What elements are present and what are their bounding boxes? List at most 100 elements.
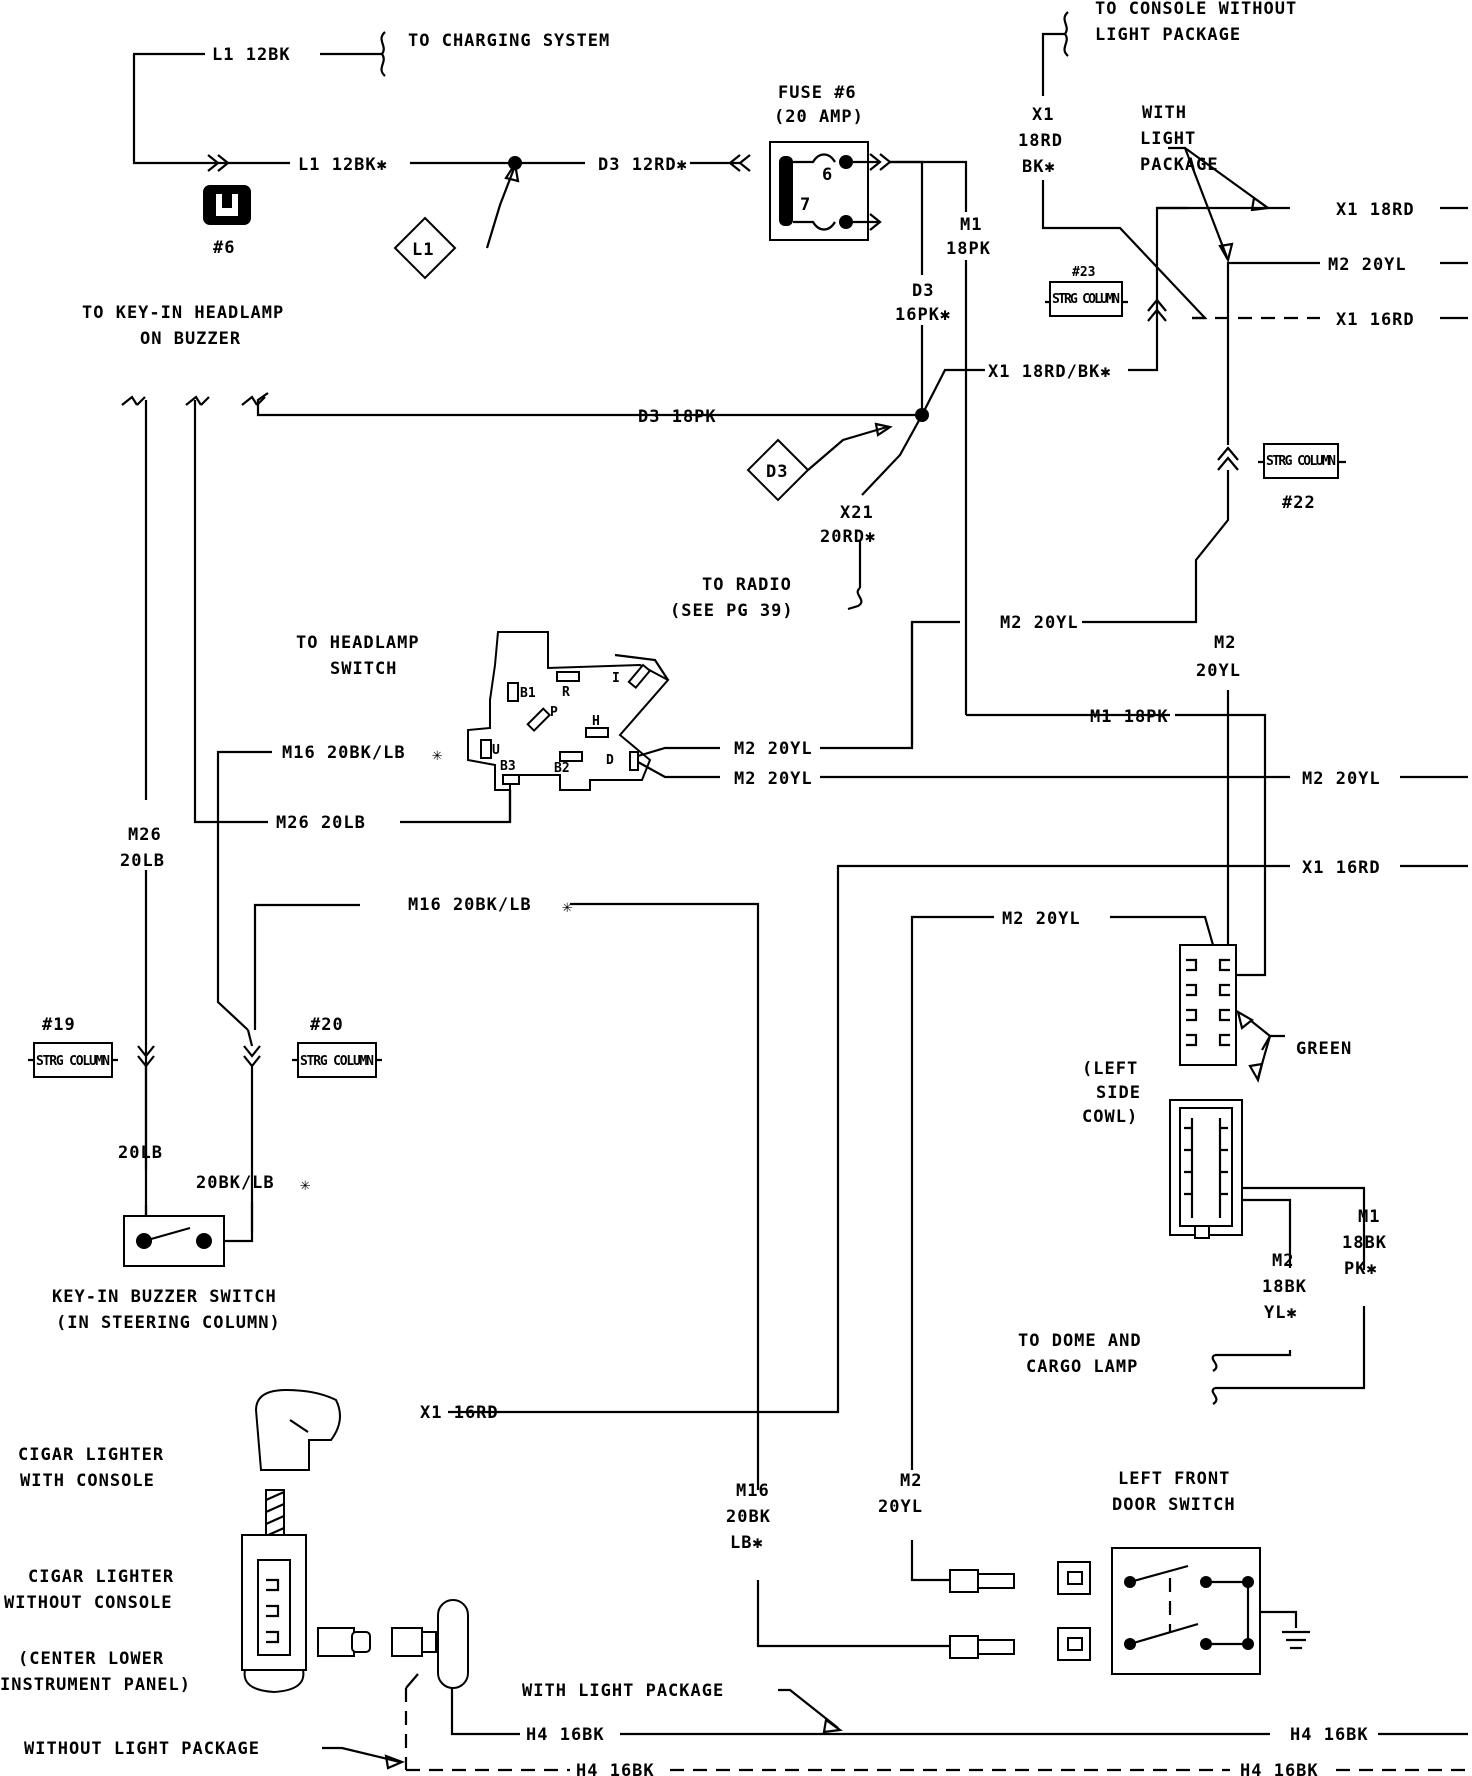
label-h4-16bk-b: H4 16BK	[1290, 1725, 1369, 1745]
label-to-keyin-1: TO KEY-IN HEADLAMP	[82, 303, 284, 323]
label-cig-console-2: WITH CONSOLE	[20, 1471, 155, 1491]
diamond-d3	[746, 438, 810, 502]
label-with-lp-1: WITH	[1142, 103, 1187, 123]
label-fuse-title: FUSE #6	[778, 83, 857, 103]
label-20lb: 20LB	[118, 1143, 163, 1163]
cowl-connector-bottom	[1169, 1099, 1243, 1239]
label-cig-loc-2: INSTRUMENT PANEL)	[0, 1675, 191, 1695]
label-with-lp-3: PACKAGE	[1140, 155, 1219, 175]
label-m2-18bk-c: YL✱	[1264, 1303, 1298, 1323]
label-hs-h: H	[592, 714, 600, 729]
keyin-buzzer-switch	[123, 1166, 254, 1267]
label-lf-door-2: DOOR SWITCH	[1112, 1495, 1236, 1515]
label-hs-u: U	[492, 743, 500, 758]
label-star-2: ✳	[562, 897, 573, 917]
label-to-console-1: TO CONSOLE WITHOUT	[1095, 0, 1297, 19]
label-d3-12rd-star: D3 12RD✱	[598, 155, 688, 175]
label-to-radio-1: TO RADIO	[702, 575, 792, 595]
label-to-console-2: LIGHT PACKAGE	[1095, 25, 1241, 45]
label-m16-20bklb-2: M16 20BK/LB	[408, 895, 532, 915]
strg-column-20	[292, 1042, 382, 1078]
label-m1-b: 18PK	[946, 239, 991, 259]
strg-column-22	[1258, 443, 1346, 479]
label-m16-a: M16	[736, 1481, 770, 1501]
label-cig-console-1: CIGAR LIGHTER	[18, 1445, 164, 1465]
label-m1-18bk-b: 18BK	[1342, 1233, 1387, 1253]
fuse-6-block	[769, 141, 892, 241]
label-m26-b: 20LB	[120, 851, 165, 871]
label-hs-b3: B3	[500, 759, 516, 774]
label-star-3: ✳	[300, 1175, 311, 1195]
label-cowl-2: SIDE	[1096, 1083, 1141, 1103]
label-h4-16bk-d: H4 16BK	[1240, 1761, 1319, 1776]
label-strg-20: STRG COLUMN	[300, 1054, 374, 1069]
label-hs-i: I	[612, 671, 620, 686]
label-m1-18bk-a: M1	[1358, 1207, 1380, 1227]
label-strg-22: STRG COLUMN	[1266, 454, 1336, 469]
label-cig-noconsole-1: CIGAR LIGHTER	[28, 1567, 174, 1587]
label-20bklb: 20BK/LB	[196, 1173, 275, 1193]
label-c23: #23	[1072, 265, 1095, 280]
label-m2-18bk-a: M2	[1272, 1251, 1294, 1271]
diamond-l1	[393, 216, 457, 280]
label-m16-b: 20BK	[726, 1507, 771, 1527]
label-x1-18rd-bk: X1 18RD/BK✱	[988, 362, 1112, 382]
label-hs-r: R	[562, 685, 570, 700]
label-diamond-d3: D3	[766, 462, 788, 482]
label-cowl-3: COWL)	[1082, 1107, 1138, 1127]
label-to-keyin-2: ON BUZZER	[140, 329, 241, 349]
label-x1-c: BK✱	[1022, 157, 1056, 177]
label-m26-a: M26	[128, 825, 162, 845]
label-l1-12bk-star: L1 12BK✱	[298, 155, 388, 175]
label-m1-18bk-c: PK✱	[1344, 1259, 1378, 1279]
label-c19: #19	[42, 1015, 76, 1035]
h4-wires	[322, 1673, 1468, 1772]
label-to-dome-1: TO DOME AND	[1018, 1331, 1142, 1351]
strg-column-23	[1045, 281, 1128, 317]
label-h4-16bk-c: H4 16BK	[576, 1761, 655, 1776]
door-switch-plugs	[949, 1569, 1015, 1659]
label-m26-20lb: M26 20LB	[276, 813, 366, 833]
label-to-dome-2: CARGO LAMP	[1026, 1357, 1138, 1377]
cowl-wires	[448, 864, 1468, 1648]
label-to-charging: TO CHARGING SYSTEM	[408, 31, 610, 51]
keyin-wires	[121, 395, 512, 1232]
label-c20: #20	[310, 1015, 344, 1035]
label-d3-a: D3	[912, 281, 934, 301]
label-d3-b: 16PK✱	[895, 305, 951, 325]
lighter-plug	[391, 1599, 469, 1689]
label-to-radio-2: (SEE PG 39)	[670, 601, 794, 621]
label-m2-door-b: 20YL	[878, 1497, 923, 1517]
label-with-lp-2: LIGHT	[1140, 129, 1196, 149]
label-lf-door-1: LEFT FRONT	[1118, 1469, 1230, 1489]
label-keyin-sw-2: (IN STEERING COLUMN)	[56, 1313, 281, 1333]
label-strg-19: STRG COLUMN	[36, 1054, 110, 1069]
label-star-1: ✳	[432, 745, 443, 765]
charging-circuit	[132, 31, 751, 249]
label-cowl-1: (LEFT	[1082, 1059, 1138, 1079]
headlamp-switch-wires	[508, 622, 1468, 822]
label-l1-12bk: L1 12BK	[212, 45, 291, 65]
label-cig-loc-1: (CENTER LOWER	[18, 1649, 164, 1669]
label-cig-noconsole-2: WITHOUT CONSOLE	[4, 1593, 173, 1613]
fuse-output-wires	[256, 160, 1267, 977]
label-with-lp: WITH LIGHT PACKAGE	[522, 1681, 724, 1701]
label-diamond-l1: L1	[412, 240, 434, 260]
label-hs-b1: B1	[520, 686, 536, 701]
label-x1-16rd-r2: X1 16RD	[1302, 858, 1381, 878]
left-front-door-switch	[1057, 1547, 1310, 1675]
label-m2-20yl-r2: M2 20YL	[1302, 769, 1381, 789]
label-m2-a: M2	[1214, 633, 1236, 653]
strg-column-19	[28, 1042, 118, 1078]
headlamp-switch	[467, 631, 670, 791]
label-c22: #22	[1282, 493, 1316, 513]
label-m16-c: LB✱	[730, 1533, 764, 1553]
light-package-wires	[910, 11, 1468, 945]
label-m2-b: 20YL	[1196, 661, 1241, 681]
label-keyin-sw-1: KEY-IN BUZZER SWITCH	[52, 1287, 277, 1307]
label-m1-18pk: M1 18PK	[1090, 707, 1169, 727]
label-x1-16rd-cig: X1 16RD	[420, 1403, 499, 1423]
label-d3-18pk: D3 18PK	[638, 407, 717, 427]
label-strg-23: STRG COLUMN	[1052, 292, 1120, 307]
